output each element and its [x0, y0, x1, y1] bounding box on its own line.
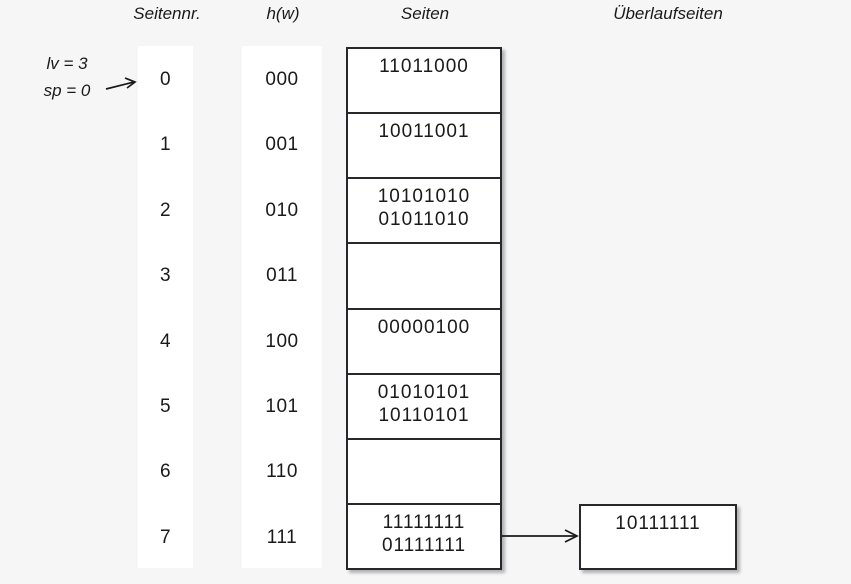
hash-value: 001 — [265, 133, 299, 155]
hw-column-strip — [242, 46, 322, 568]
column-header-seitennr: Seitennr. — [133, 4, 201, 23]
record-value: 01011010 — [378, 209, 470, 231]
record-value: 10101010 — [377, 186, 471, 208]
overflow-page-box: 10111111 — [579, 504, 737, 570]
page-number: 3 — [159, 264, 172, 286]
hash-value: 101 — [265, 395, 299, 417]
page-number: 1 — [159, 133, 172, 155]
page-number: 4 — [159, 330, 172, 352]
page-number: 5 — [159, 395, 172, 417]
record-value: 10110101 — [378, 404, 470, 426]
record-value: 10111111 — [615, 513, 701, 534]
pages-box: 11011000 10011001 10101010 01011010 0000… — [346, 47, 502, 570]
record-value: 11011000 — [379, 56, 469, 77]
hash-value: 010 — [265, 199, 299, 221]
split-pointer-value: sp = 0 — [43, 81, 91, 100]
record-value: 00000100 — [377, 316, 471, 338]
bucket-cell-2: 10101010 01011010 — [348, 177, 500, 242]
page-number: 0 — [159, 68, 172, 90]
record-value: 01010101 — [377, 381, 471, 403]
page-number: 6 — [159, 460, 172, 482]
split-pointer-arrow-icon — [105, 77, 137, 90]
state-annotation: lv = 3 sp = 0 — [28, 50, 106, 104]
hash-value: 100 — [265, 330, 299, 352]
record-value: 01111111 — [381, 534, 467, 556]
hash-value: 000 — [265, 68, 299, 90]
page-number: 2 — [159, 199, 172, 221]
bucket-cell-5: 01010101 10110101 — [348, 372, 500, 438]
record-value: 10011001 — [378, 121, 470, 143]
page-number: 7 — [159, 526, 172, 548]
hash-value: 110 — [266, 460, 298, 482]
column-header-ueberlaufseiten: Überlaufseiten — [613, 4, 723, 23]
column-header-seiten: Seiten — [400, 4, 450, 23]
bucket-cell-6 — [348, 437, 500, 503]
bucket-cell-0: 11011000 — [348, 49, 500, 112]
overflow-arrow-icon — [502, 529, 579, 543]
record-value: 11111111 — [382, 511, 466, 533]
bucket-cell-3 — [348, 242, 500, 307]
hash-value: 111 — [266, 526, 298, 548]
hash-value: 011 — [266, 264, 298, 286]
column-header-hw: h(w) — [266, 4, 300, 23]
bucket-cell-4: 00000100 — [348, 307, 500, 373]
bucket-cell-1: 10011001 — [348, 112, 500, 177]
bucket-cell-7: 11111111 01111111 — [348, 502, 500, 568]
seitennr-column-strip — [138, 46, 193, 568]
level-value: lv = 3 — [46, 54, 88, 73]
